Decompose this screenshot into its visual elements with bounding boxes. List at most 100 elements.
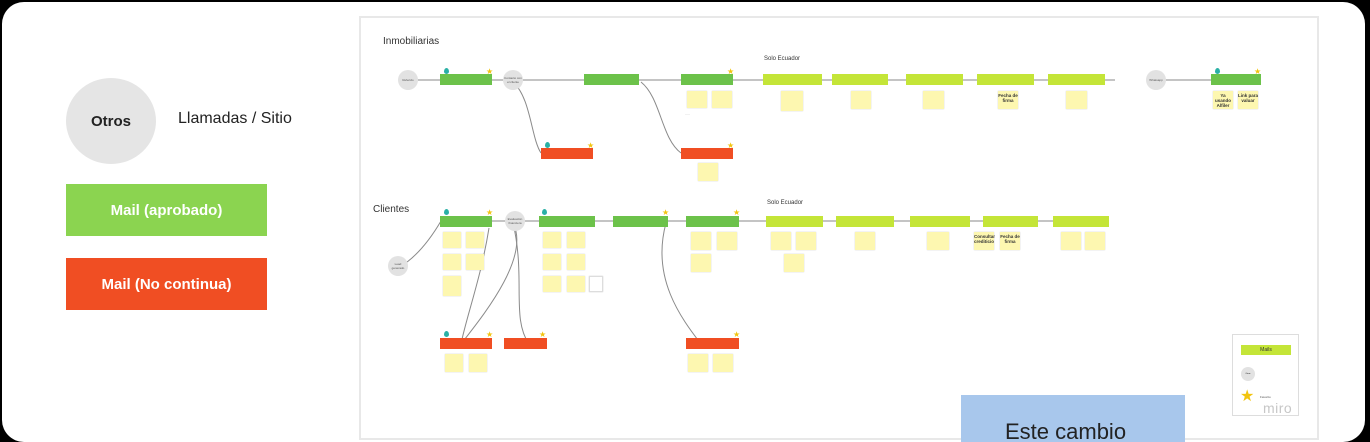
sticky-note [781, 91, 803, 111]
flow-node-rejected [681, 148, 733, 159]
solo-ecuador-label: Solo Ecuador [764, 56, 801, 62]
flow-node-circle: Whatsapp [1146, 70, 1166, 90]
flow-node-approved [1211, 74, 1261, 85]
star-icon: ★ [727, 141, 735, 150]
mails-otros-circle: Otros [1241, 367, 1255, 381]
sticky-note [927, 232, 949, 250]
sticky-note [466, 232, 484, 248]
star-icon: ★ [486, 67, 494, 76]
sticky-note: Ya usando Alfiler [1213, 91, 1233, 109]
sticky-note [469, 354, 487, 372]
sticky-note [691, 232, 711, 250]
flow-node-pending [910, 216, 970, 227]
sticky-note [771, 232, 791, 250]
flow-node-approved [440, 216, 492, 227]
sticky-note [445, 354, 463, 372]
sticky-note [712, 91, 732, 108]
sticky-note: Consultar crediticio [974, 232, 996, 250]
tag-icon [1215, 68, 1220, 74]
flow-node-pending [983, 216, 1038, 227]
legend-mail-rejected-label: Mail (No continua) [101, 275, 232, 293]
sticky-note [443, 254, 461, 270]
miro-logo: miro [1263, 400, 1293, 416]
sticky-note [717, 232, 737, 250]
flow-node-circle: Referido [398, 70, 418, 90]
sticky-note [543, 232, 561, 248]
star-icon: ★ [1254, 67, 1262, 76]
sticky-note [567, 276, 585, 292]
sticky-note-text: Fecha de firma [1000, 234, 1020, 244]
flow-node-circle-label: Whatsapp [1149, 78, 1163, 82]
star-icon: ★ [486, 208, 494, 217]
sticky-note [1061, 232, 1081, 250]
flow-node-pending [836, 216, 894, 227]
flow-node-pending [977, 74, 1034, 85]
sticky-note [543, 254, 561, 270]
sticky-note [543, 276, 561, 292]
flow-node-approved [681, 74, 733, 85]
sticky-caption: ····· [685, 112, 690, 116]
sticky-note-text: Consultar crediticio [974, 234, 996, 244]
solo-ecuador-label: Solo Ecuador [767, 200, 804, 206]
tag-icon [444, 331, 449, 337]
sticky-note [713, 354, 733, 372]
sticky-note: Fecha de firma [1000, 232, 1020, 250]
star-icon: ★ [1240, 388, 1255, 405]
sticky-note [698, 163, 718, 181]
star-icon: ★ [486, 330, 494, 339]
sticky-note-text: Link para valuar [1238, 93, 1259, 103]
legend-mail-approved: Mail (aprobado) [66, 184, 267, 236]
sticky-note [923, 91, 944, 109]
flow-node-approved [539, 216, 595, 227]
flow-node-approved [584, 74, 639, 85]
sticky-note [687, 91, 707, 108]
star-icon: ★ [587, 141, 595, 150]
flow-node-circle: Lead generado [388, 256, 408, 276]
flow-node-rejected [440, 338, 492, 349]
sticky-note [1066, 91, 1087, 109]
flow-node-circle-label: Referido [402, 78, 414, 82]
sticky-note [1085, 232, 1105, 250]
tag-icon [542, 209, 547, 215]
flow-node-rejected [504, 338, 547, 349]
sticky-note [567, 232, 585, 248]
sticky-note [784, 254, 804, 272]
sticky-note [443, 276, 461, 296]
flow-node-circle-label: Lead generado [391, 262, 405, 270]
blue-note: Este cambio [961, 395, 1185, 442]
flow-node-circle-label: Evaluación financiera [507, 217, 523, 225]
section-title-clientes: Clientes [373, 204, 410, 215]
sticky-note [466, 254, 484, 270]
legend-circle-label: Otros [90, 112, 131, 130]
flow-node-circle: Evaluación financiera [505, 211, 525, 231]
flow-node-approved [686, 216, 739, 227]
sticky-note [567, 254, 585, 270]
star-icon: ★ [733, 330, 741, 339]
mails-legend-card: Mails Otros ★ Favorito [1232, 334, 1299, 416]
note-card [589, 276, 603, 292]
mails-otros-label: Otros [1245, 373, 1251, 375]
legend-circle-description: Llamadas / Sitio [178, 110, 292, 127]
flow-node-rejected [686, 338, 739, 349]
star-icon: ★ [733, 208, 741, 217]
legend-mail-rejected: Mail (No continua) [66, 258, 267, 310]
legend-mail-approved-label: Mail (aprobado) [110, 201, 223, 219]
flow-node-circle: Contacto con el cliente [503, 70, 523, 90]
sticky-note [691, 254, 711, 272]
star-icon: ★ [539, 330, 547, 339]
flow-node-pending [1048, 74, 1105, 85]
flow-node-pending [763, 74, 822, 85]
sticky-note [855, 232, 875, 250]
mails-tag: Mails [1241, 345, 1291, 355]
sticky-note-text: Fecha de firma [998, 93, 1018, 103]
sticky-note-text: Ya usando Alfiler [1214, 93, 1231, 108]
sticky-note [688, 354, 708, 372]
mails-star-label: Favorito [1260, 395, 1271, 399]
flow-node-approved [440, 74, 492, 85]
sticky-note [851, 91, 871, 109]
blue-note-text: Este cambio [1005, 419, 1127, 442]
flow-node-rejected [541, 148, 593, 159]
flow-node-pending [766, 216, 823, 227]
section-title-inmobiliarias: Inmobiliarias [383, 36, 440, 47]
